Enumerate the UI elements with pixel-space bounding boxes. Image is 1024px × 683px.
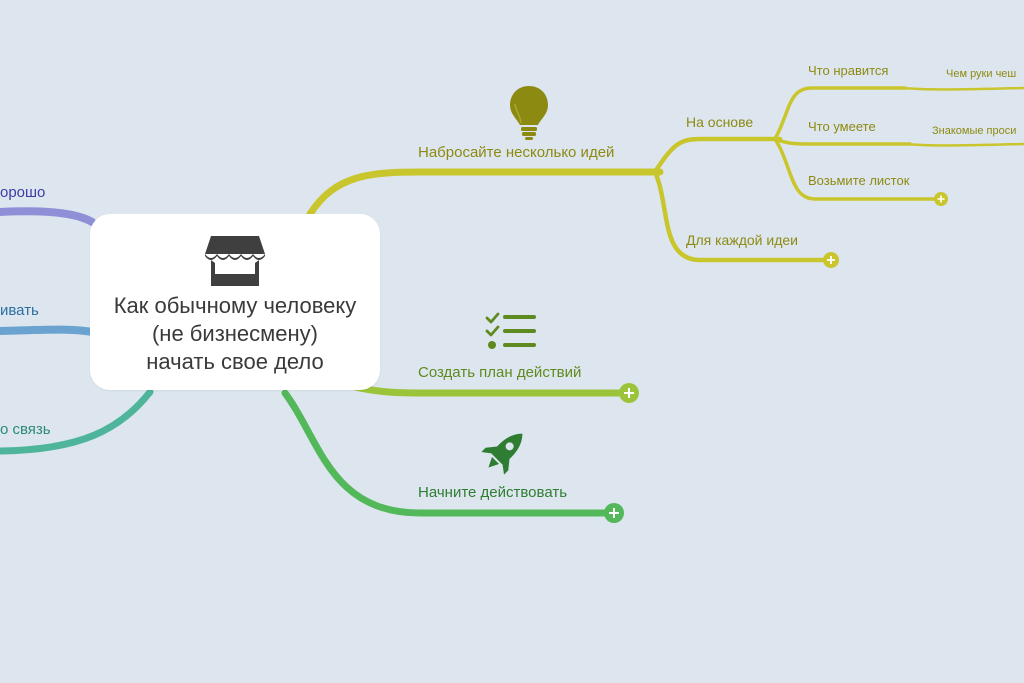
- plan-expand-button[interactable]: [619, 383, 639, 403]
- act-branch-line: [281, 389, 616, 517]
- based-on-branch-line: [652, 136, 783, 175]
- likes-branch-line: [773, 86, 907, 141]
- skills-label[interactable]: Что умеете: [808, 119, 876, 134]
- storefront-icon: [205, 236, 265, 286]
- left-branch-bottom-line: [0, 388, 154, 455]
- left-branch-bottom-label[interactable]: о связь: [0, 421, 51, 438]
- ideas-branch-label[interactable]: Набросайте несколько идей: [418, 144, 615, 161]
- skills-branch-line: [773, 137, 912, 146]
- for-each-expand-button[interactable]: [823, 252, 839, 268]
- root-node[interactable]: Как обычному человеку (не бизнесмену) на…: [90, 214, 380, 390]
- act-expand-button[interactable]: [604, 503, 624, 523]
- root-title: Как обычному человеку (не бизнесмену) на…: [113, 293, 357, 374]
- lightbulb-icon: [510, 86, 548, 140]
- left-branch-middle-line: [0, 325, 96, 336]
- hands-branch-line: [898, 86, 1024, 91]
- for-each-branch-line: [652, 169, 831, 263]
- act-branch-label[interactable]: Начните действовать: [418, 484, 568, 501]
- plan-branch-label[interactable]: Создать план действий: [418, 364, 582, 381]
- left-branch-top-line: [0, 207, 96, 226]
- for-each-label[interactable]: Для каждой идеи: [686, 232, 798, 248]
- left-branch-middle-label[interactable]: ивать: [0, 302, 39, 319]
- likes-label[interactable]: Что нравится: [808, 63, 889, 78]
- sheet-branch-line: [773, 137, 940, 201]
- friends-branch-line: [903, 142, 1024, 147]
- ideas-branch-line: [306, 168, 664, 218]
- friends-label[interactable]: Знакомые проси: [932, 125, 1017, 137]
- checklist-icon: [485, 312, 536, 349]
- rocket-icon: [481, 433, 523, 475]
- sheet-label[interactable]: Возьмите листок: [808, 173, 910, 188]
- left-branch-top-label[interactable]: орошо: [0, 184, 46, 201]
- plan-branch-line: [336, 379, 632, 397]
- sheet-expand-button[interactable]: [934, 192, 948, 206]
- based-on-label[interactable]: На основе: [686, 114, 754, 130]
- hands-label[interactable]: Чем руки чеш: [946, 68, 1017, 80]
